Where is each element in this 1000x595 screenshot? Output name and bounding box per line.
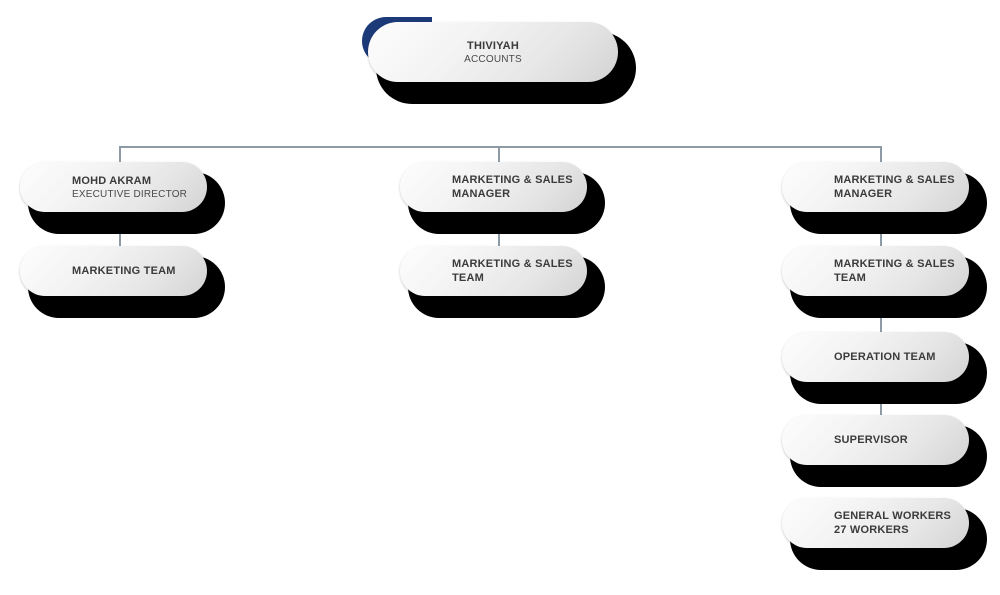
node-label-wrap: MARKETING & SALES MANAGER [782, 173, 969, 201]
node-operation-team[interactable]: OPERATION TEAM [782, 332, 987, 404]
node-title: MARKETING & SALES TEAM [452, 258, 573, 284]
node-title: MOHD AKRAM [72, 174, 152, 187]
node-marketing-sales-team-right[interactable]: MARKETING & SALES TEAM [782, 246, 987, 318]
node-root-thiviyah[interactable]: THIVIYAH ACCOUNTS [362, 17, 636, 104]
node-title: GENERAL WORKERS [834, 510, 952, 522]
node-label-wrap: MARKETING TEAM [20, 264, 207, 278]
node-label-wrap: MOHD AKRAM EXECUTIVE DIRECTOR [20, 174, 207, 201]
node-face: GENERAL WORKERS 27 WORKERS [782, 498, 969, 548]
node-title: MARKETING & SALES MANAGER [452, 174, 573, 200]
node-face: MARKETING & SALES TEAM [782, 246, 969, 296]
node-face: MARKETING TEAM [20, 246, 207, 296]
connector-drop-middle [498, 146, 500, 172]
node-subtitle: ACCOUNTS [464, 53, 522, 65]
node-label-wrap: OPERATION TEAM [782, 350, 969, 364]
node-title: MARKETING TEAM [72, 265, 176, 277]
connector-drop-left [119, 146, 121, 172]
node-marketing-sales-manager-middle[interactable]: MARKETING & SALES MANAGER [400, 162, 605, 234]
connector-right-col-1-2 [880, 212, 882, 256]
node-face: MOHD AKRAM EXECUTIVE DIRECTOR [20, 162, 207, 212]
node-label-wrap: GENERAL WORKERS 27 WORKERS [782, 509, 969, 537]
node-title: OPERATION TEAM [834, 351, 936, 363]
node-face: OPERATION TEAM [782, 332, 969, 382]
node-label-wrap: MARKETING & SALES TEAM [400, 257, 587, 285]
node-marketing-team[interactable]: MARKETING TEAM [20, 246, 225, 318]
node-supervisor[interactable]: SUPERVISOR [782, 415, 987, 487]
node-face: MARKETING & SALES MANAGER [782, 162, 969, 212]
node-subtitle: EXECUTIVE DIRECTOR [72, 188, 188, 200]
node-general-workers[interactable]: GENERAL WORKERS 27 WORKERS [782, 498, 987, 570]
node-label-wrap: THIVIYAH ACCOUNTS [368, 39, 618, 66]
node-marketing-sales-manager-right[interactable]: MARKETING & SALES MANAGER [782, 162, 987, 234]
node-marketing-sales-team-middle[interactable]: MARKETING & SALES TEAM [400, 246, 605, 318]
node-label-wrap: MARKETING & SALES TEAM [782, 257, 969, 285]
node-face: MARKETING & SALES MANAGER [400, 162, 587, 212]
connector-left-col-1-2 [119, 212, 121, 256]
node-title-second-line: 27 WORKERS [834, 524, 909, 536]
node-title: THIVIYAH [467, 39, 519, 52]
node-face: MARKETING & SALES TEAM [400, 246, 587, 296]
node-label-wrap: SUPERVISOR [782, 433, 969, 447]
node-label-wrap: MARKETING & SALES MANAGER [400, 173, 587, 201]
connector-middle-col-1-2 [498, 212, 500, 256]
node-title: MARKETING & SALES MANAGER [834, 174, 955, 200]
node-mohd-akram[interactable]: MOHD AKRAM EXECUTIVE DIRECTOR [20, 162, 225, 234]
connector-right-col-2-3 [880, 298, 882, 342]
node-face: THIVIYAH ACCOUNTS [362, 17, 618, 82]
connector-horizontal-main [119, 146, 882, 148]
connector-drop-right [880, 146, 882, 172]
node-title: MARKETING & SALES TEAM [834, 258, 955, 284]
node-face: SUPERVISOR [782, 415, 969, 465]
node-title: SUPERVISOR [834, 434, 908, 446]
